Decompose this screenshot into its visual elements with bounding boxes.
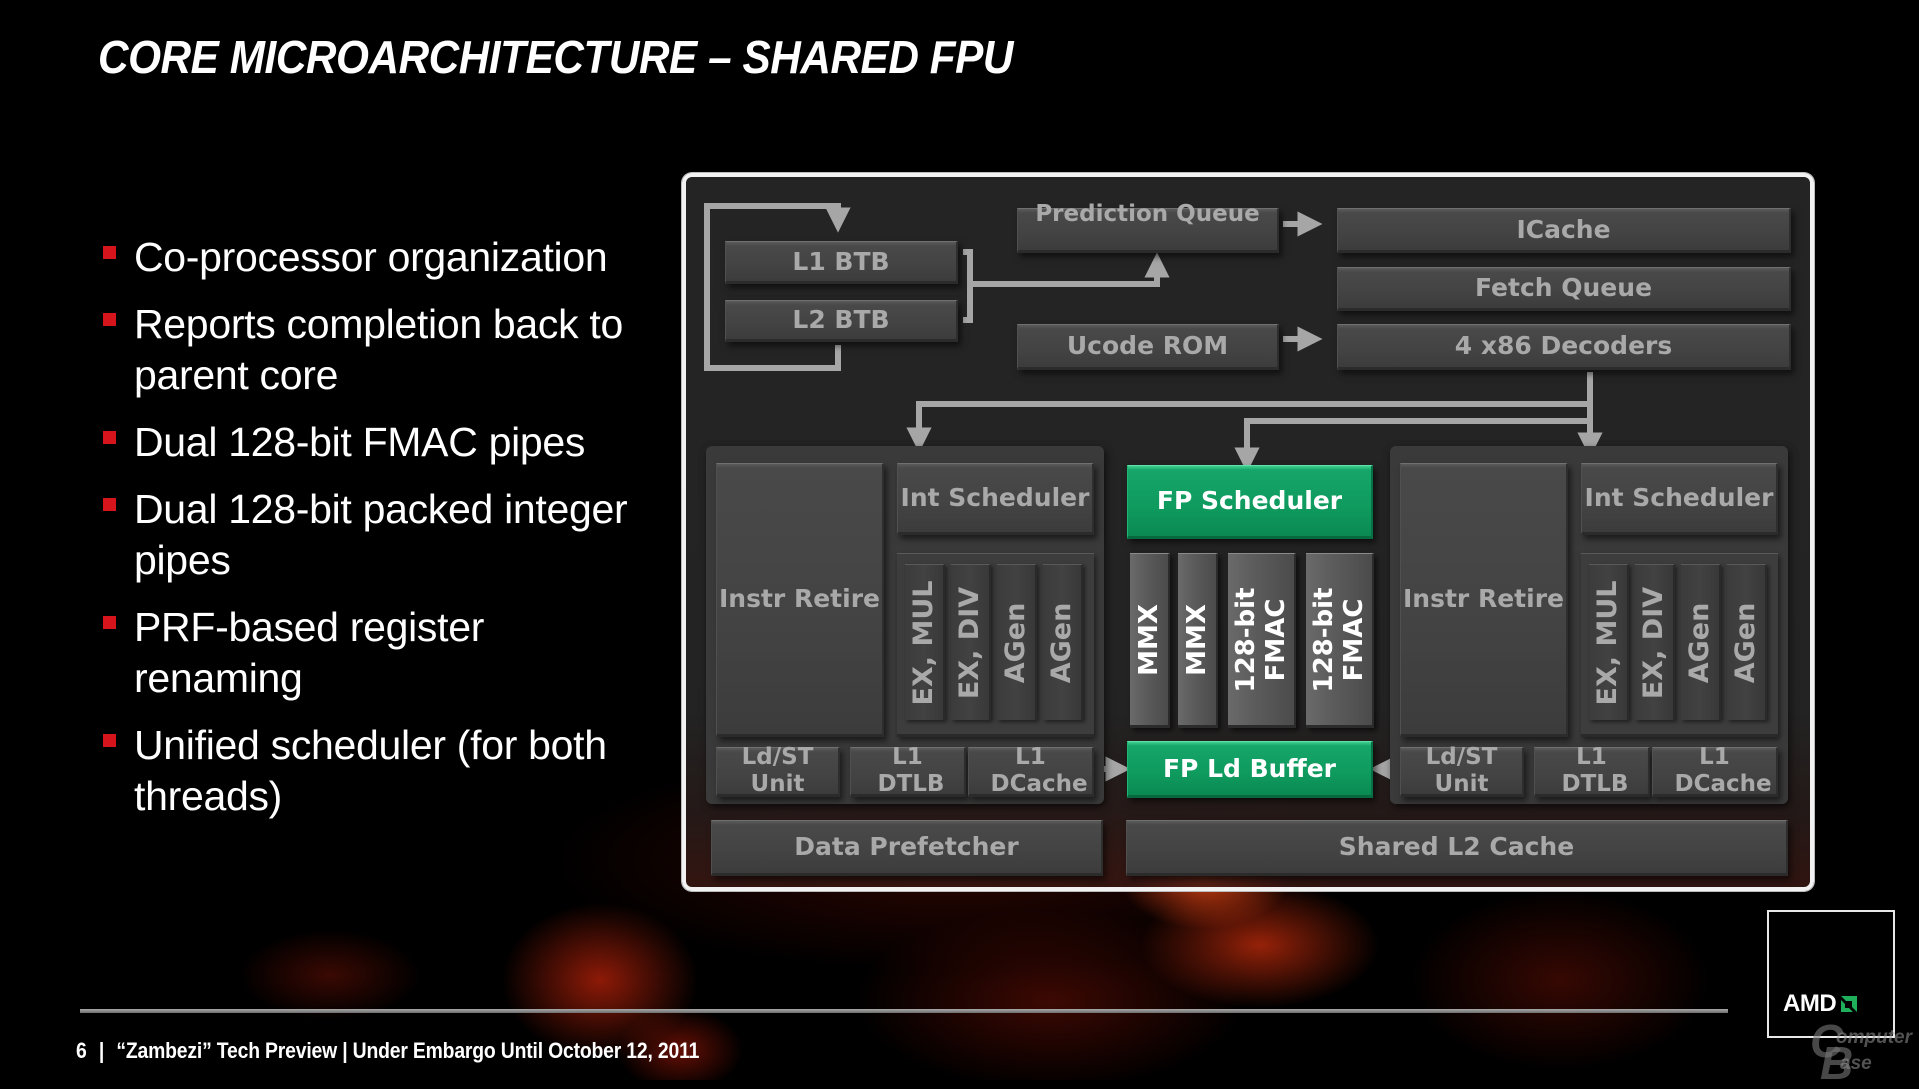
int-pipe: EX, MUL [1589, 564, 1629, 720]
int-pipe-label: EX, DIV [1638, 586, 1669, 699]
ld-st-unit-label: Ld/ST Unit [1425, 744, 1498, 797]
bullet-square-icon [103, 431, 116, 444]
bullet-item: Unified scheduler (for both threads) [100, 720, 660, 822]
l1-dcache-left: L1 DCache [968, 744, 1094, 797]
amd-logo-text: AMD [1783, 990, 1837, 1017]
int-pipe: AGen [1681, 564, 1721, 720]
l1-dtlb-left: L1 DTLB [850, 744, 966, 797]
l1-dtlb-label: L1 DTLB [1561, 744, 1629, 797]
ld-st-unit-label: Ld/ST Unit [741, 744, 814, 797]
bullet-text: Unified scheduler (for both threads) [134, 722, 607, 819]
int-scheduler-left: Int Scheduler [897, 463, 1094, 535]
l1-dcache-label: L1 DCache [990, 744, 1088, 797]
bullet-item: PRF-based register renaming [100, 602, 660, 704]
watermark-c: C [1810, 1015, 1844, 1067]
amd-logo-box: AMD [1767, 910, 1895, 1038]
watermark-b: B [1820, 1037, 1854, 1089]
watermark-line1: omputer [1836, 1027, 1912, 1048]
l2-btb-block: L2 BTB [725, 300, 958, 342]
int-pipe: EX, DIV [951, 564, 991, 720]
int-pipe-label: EX, MUL [908, 580, 939, 705]
prediction-queue-label: Prediction Queue [1035, 201, 1260, 227]
ld-st-unit-right: Ld/ST Unit [1400, 744, 1524, 797]
bullet-square-icon [103, 246, 116, 259]
shared-l2-cache-block: Shared L2 Cache [1126, 820, 1788, 876]
fp-pipe-label: MMX [1134, 603, 1164, 676]
prediction-queue-block: Prediction Queue [1017, 201, 1279, 253]
decoders-block: 4 x86 Decoders [1337, 324, 1791, 370]
int-pipes-left: EX, MUL EX, DIV AGen AGen [897, 553, 1094, 737]
footer: 6 | “Zambezi” Tech Preview | Under Embar… [76, 1038, 699, 1064]
bullet-text: Dual 128-bit packed integer pipes [134, 486, 628, 583]
ld-st-unit-left: Ld/ST Unit [716, 744, 840, 797]
bullet-text: Reports completion back to parent core [134, 301, 624, 398]
fp-pipe: MMX [1130, 553, 1170, 728]
bullet-item: Reports completion back to parent core [100, 299, 660, 401]
int-pipe: AGen [997, 564, 1037, 720]
int-pipe: AGen [1727, 564, 1767, 720]
bullet-text: PRF-based register renaming [134, 604, 485, 701]
fp-scheduler-block: FP Scheduler [1127, 465, 1373, 539]
l1-dtlb-label: L1 DTLB [877, 744, 945, 797]
int-pipe-label: EX, MUL [1592, 580, 1623, 705]
footer-text: “Zambezi” Tech Preview | Under Embargo U… [116, 1038, 700, 1063]
bullet-list: Co-processor organization Reports comple… [100, 232, 660, 838]
page-number: 6 [76, 1038, 87, 1063]
fp-pipe: 128-bit FMAC [1228, 553, 1296, 728]
bullet-item: Dual 128-bit FMAC pipes [100, 417, 660, 468]
amd-logo: AMD [1783, 990, 1859, 1018]
data-prefetcher-block: Data Prefetcher [711, 820, 1103, 876]
bullet-item: Dual 128-bit packed integer pipes [100, 484, 660, 586]
int-pipe-label: AGen [1730, 602, 1761, 683]
l1-btb-block: L1 BTB [725, 241, 958, 284]
int-pipe: AGen [1043, 564, 1083, 720]
footer-divider [80, 1009, 1728, 1013]
bullet-text: Co-processor organization [134, 234, 608, 280]
int-pipe: EX, MUL [905, 564, 945, 720]
fp-pipe-label: 128-bit FMAC [1309, 587, 1369, 693]
bullet-square-icon [103, 616, 116, 629]
footer-separator: | [98, 1038, 105, 1063]
ucode-rom-block: Ucode ROM [1017, 324, 1279, 370]
fetch-queue-block: Fetch Queue [1337, 267, 1791, 311]
instr-retire-right: Instr Retire [1400, 463, 1568, 737]
bullet-text: Dual 128-bit FMAC pipes [134, 419, 586, 465]
l1-dcache-label: L1 DCache [1674, 744, 1772, 797]
int-pipe-label: EX, DIV [954, 586, 985, 699]
fp-ld-buffer-block: FP Ld Buffer [1127, 741, 1373, 798]
instr-retire-left: Instr Retire [716, 463, 884, 737]
bullet-square-icon [103, 498, 116, 511]
watermark-line2: ase [1840, 1053, 1872, 1074]
bullet-square-icon [103, 313, 116, 326]
fp-pipe: MMX [1178, 553, 1218, 728]
fp-pipe-label: 128-bit FMAC [1231, 587, 1291, 693]
int-scheduler-right: Int Scheduler [1581, 463, 1778, 535]
slide-title: CORE MICROARCHITECTURE – SHARED FPU [98, 31, 1013, 83]
l1-dtlb-right: L1 DTLB [1534, 744, 1650, 797]
amd-arrow-icon [1841, 996, 1858, 1012]
int-pipe-label: AGen [1000, 602, 1031, 683]
int-pipe-label: AGen [1046, 602, 1077, 683]
bullet-item: Co-processor organization [100, 232, 660, 283]
int-pipe-label: AGen [1684, 602, 1715, 683]
bullet-square-icon [103, 734, 116, 747]
l1-dcache-right: L1 DCache [1652, 744, 1778, 797]
fp-pipe-label: MMX [1182, 603, 1212, 676]
int-pipe: EX, DIV [1635, 564, 1675, 720]
fp-pipe: 128-bit FMAC [1306, 553, 1374, 728]
icache-block: ICache [1337, 208, 1791, 253]
int-pipes-right: EX, MUL EX, DIV AGen AGen [1581, 553, 1778, 737]
